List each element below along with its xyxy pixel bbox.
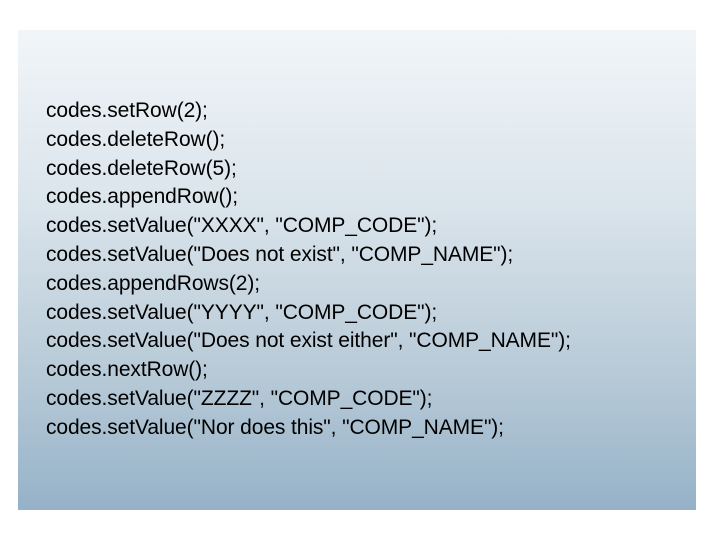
content-panel [18, 30, 696, 510]
code-line: codes.setValue("YYYY", "COMP_CODE"); [46, 300, 438, 324]
code-line: codes.setValue("Does not exist either", … [46, 329, 571, 353]
code-line: codes.nextRow(); [46, 358, 208, 382]
code-line: codes.setValue("XXXX", "COMP_CODE"); [46, 214, 438, 238]
code-line: codes.setValue("Does not exist", "COMP_N… [46, 242, 514, 266]
code-line: codes.deleteRow(5); [46, 156, 237, 180]
code-block: codes.setRow(2); codes.deleteRow(); code… [46, 97, 571, 443]
code-line: codes.appendRow(); [46, 185, 238, 209]
code-line: codes.appendRows(2); [46, 271, 260, 295]
code-line: codes.setRow(2); [46, 99, 208, 122]
code-line: codes.deleteRow(); [46, 127, 226, 151]
code-line: codes.setValue("ZZZZ", "COMP_CODE"); [46, 386, 433, 410]
code-line: codes.setValue("Nor does this", "COMP_NA… [46, 415, 504, 439]
